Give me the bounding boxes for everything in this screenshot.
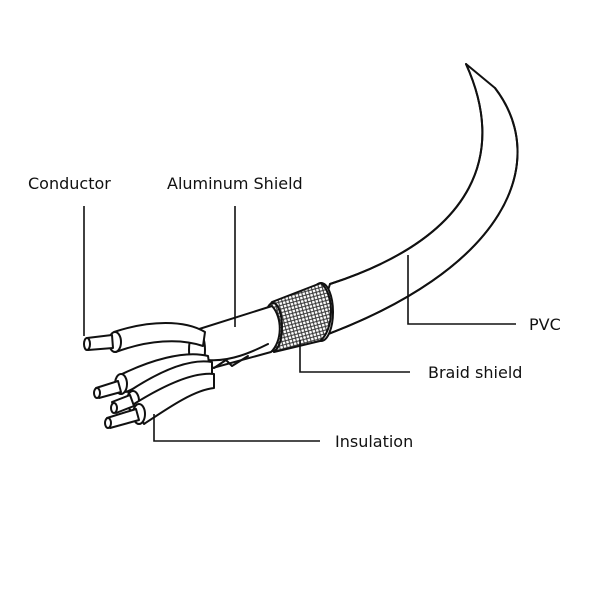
pvc-leader (407, 255, 516, 325)
label-conductor: Conductor (28, 174, 111, 193)
conductor-wire (83, 322, 206, 353)
insulation-leader (153, 414, 320, 442)
pvc-jacket (308, 63, 519, 342)
leader-lines (83, 206, 516, 442)
insulated-wire-3 (104, 372, 215, 429)
label-pvc: PVC (529, 315, 561, 334)
label-braid-shield: Braid shield (428, 363, 522, 382)
label-insulation: Insulation (335, 432, 413, 451)
braid-shield-leader (299, 340, 410, 373)
label-aluminum-shield: Aluminum Shield (167, 174, 303, 193)
